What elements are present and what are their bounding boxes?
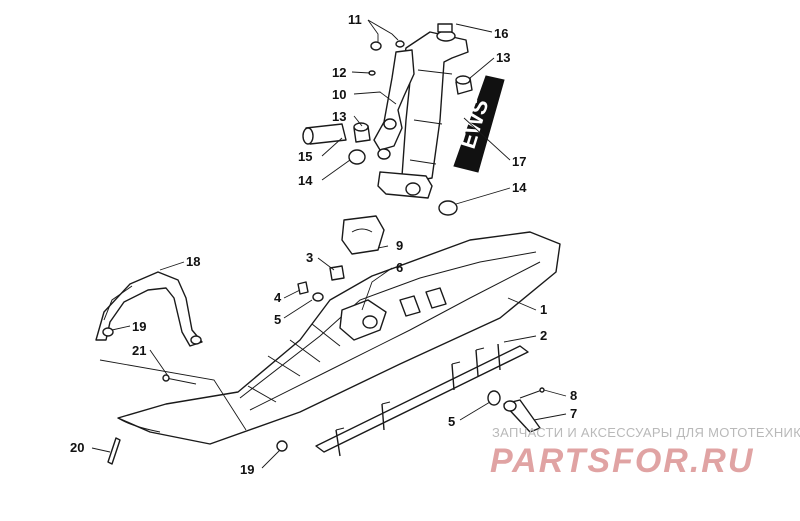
nut-4: [297, 281, 309, 295]
wear-bar: [315, 343, 529, 457]
callout-9: 9: [396, 238, 403, 253]
washer-14-left: [348, 149, 366, 165]
callout-19: 19: [240, 462, 254, 477]
pin-15: [302, 123, 347, 145]
callout-21: 21: [132, 343, 146, 358]
callout-12: 12: [332, 65, 346, 80]
ski-spindle: [373, 23, 469, 199]
leader-lines: [91, 19, 567, 469]
callout-7: 7: [570, 406, 577, 421]
callout-8: 8: [570, 388, 577, 403]
bushing-13-lower: [353, 122, 371, 143]
washer-5-left: [312, 292, 324, 302]
screw-20: [107, 437, 121, 465]
screw-21: [162, 374, 197, 385]
saddle-block: [341, 215, 385, 255]
callout-6: 6: [396, 260, 403, 275]
callout-17: 17: [512, 154, 526, 169]
nut-11: [370, 40, 405, 51]
callout-5: 5: [448, 414, 455, 429]
callout-11: 11: [348, 12, 362, 27]
callout-19: 19: [132, 319, 146, 334]
callout-13: 13: [332, 109, 346, 124]
watermark-caption: ЗАПЧАСТИ И АКСЕССУАРЫ ДЛЯ МОТОТЕХНИКИ: [492, 425, 800, 440]
callout-10: 10: [332, 87, 346, 102]
cotter-pin: [519, 387, 545, 399]
watermark-logo: PARTSFOR.RU: [490, 442, 754, 480]
callout-14: 14: [298, 173, 313, 188]
callout-16: 16: [494, 26, 508, 41]
callout-18: 18: [186, 254, 200, 269]
callout-14: 14: [512, 180, 527, 195]
ski-handle: [95, 271, 203, 347]
callout-2: 2: [540, 328, 547, 343]
callout-3: 3: [306, 250, 313, 265]
callout-labels: 11 16 13 12 10 13 15 14 17 14 3 9 6 18 4…: [70, 12, 577, 477]
callout-20: 20: [70, 440, 84, 455]
bushing-13-upper: [455, 75, 473, 95]
callout-5: 5: [274, 312, 281, 327]
washer-14-right: [438, 200, 458, 216]
ski: [117, 231, 561, 445]
ski-bolt: [503, 399, 541, 433]
nut-19-lower: [276, 440, 288, 452]
callout-15: 15: [298, 149, 312, 164]
callout-13: 13: [496, 50, 510, 65]
callout-4: 4: [274, 290, 282, 305]
callout-1: 1: [540, 302, 547, 317]
washer-5-right: [487, 390, 501, 406]
watermark-logo-text: PARTSFOR.RU: [490, 442, 754, 480]
